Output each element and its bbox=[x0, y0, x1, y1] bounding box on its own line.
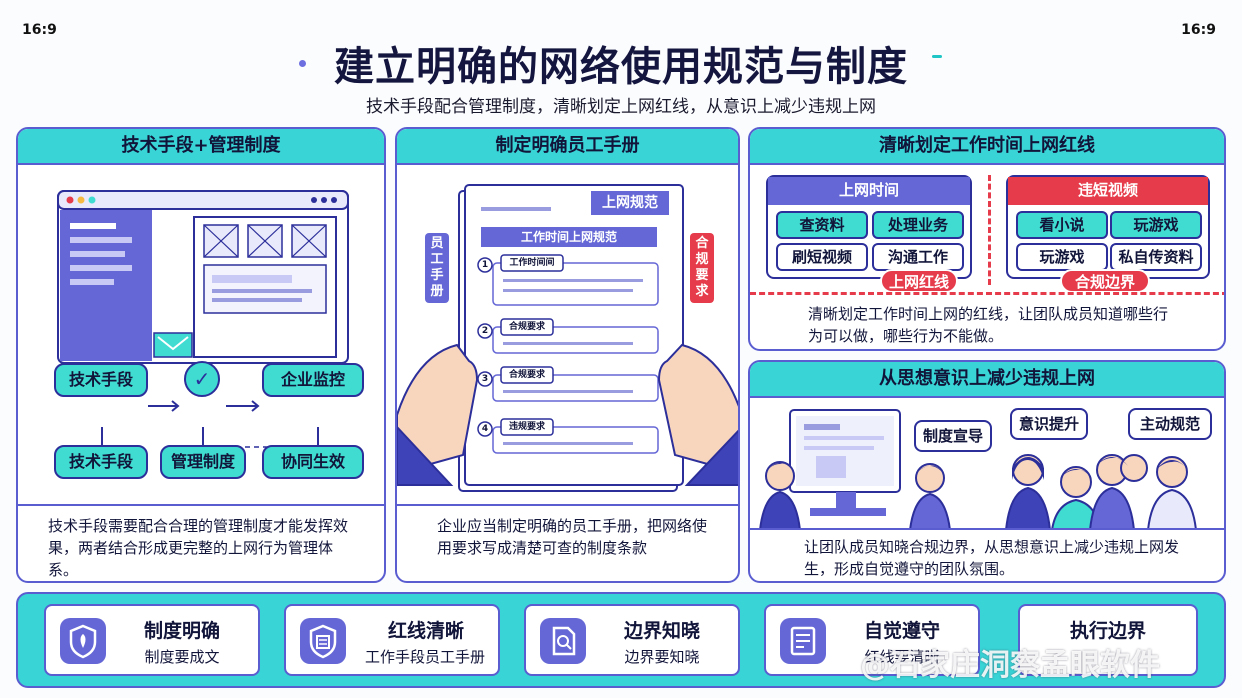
box-online-time: 上网时间 查资料 处理业务 刷短视频 沟通工作 bbox=[766, 175, 972, 279]
check-icon: ✓ bbox=[184, 361, 220, 397]
card-know-boundary-subtitle: 边界要知晓 bbox=[624, 648, 700, 666]
doc-item-2-label: 合规要求 bbox=[508, 322, 545, 332]
chip-novels: 看小说 bbox=[1016, 211, 1108, 239]
card-self-compliance-title: 自觉遵守 bbox=[863, 620, 940, 642]
panel-divider bbox=[750, 528, 1224, 530]
chip-communication: 沟通工作 bbox=[872, 243, 964, 271]
panel-awareness-description: 让团队成员知晓合规边界，从思想意识上减少违规上网发生，形成自觉遵守的团队氛围。 bbox=[804, 538, 1180, 578]
panel-employee-handbook-header: 制定明确员工手册 bbox=[397, 129, 738, 165]
doc-item-4-label: 违规要求 bbox=[508, 422, 545, 432]
bubble-policy-promotion: 制度宣导 bbox=[914, 420, 992, 452]
box-violation: 违短视频 看小说 玩游戏 玩游戏 私自传资料 bbox=[1006, 175, 1210, 279]
node-tech-means-2: 技术手段 bbox=[54, 445, 148, 479]
chip-games: 玩游戏 bbox=[1110, 211, 1202, 239]
node-synergy: 协同生效 bbox=[262, 445, 364, 479]
chip-research: 查资料 bbox=[776, 211, 868, 239]
shield-icon bbox=[60, 618, 106, 664]
redline-vertical bbox=[988, 175, 991, 285]
redline-tag: 上网红线 bbox=[880, 269, 958, 293]
aspect-label-left: 16:9 bbox=[22, 22, 57, 38]
doc-item-3-label: 合规要求 bbox=[508, 370, 545, 380]
card-know-boundary-title: 边界知晓 bbox=[623, 620, 700, 642]
card-clear-redline-subtitle: 工作手段员工手册 bbox=[364, 648, 485, 666]
summary-bar: 制度明确 制度要成文 红线清晰 工作手段员工手册 边界知晓 边界要知晓 自觉遵守… bbox=[16, 592, 1226, 688]
team-meeting-illustration bbox=[758, 409, 1198, 530]
doc-tab: 上网规范 bbox=[602, 195, 658, 211]
title-dot-decoration bbox=[299, 60, 306, 67]
browser-window-illustration bbox=[57, 190, 349, 467]
node-management-system: 管理制度 bbox=[160, 445, 246, 479]
card-self-compliance: 自觉遵守 红线要清晰 bbox=[764, 604, 980, 676]
panel-tech-management-header: 技术手段+管理制度 bbox=[18, 129, 384, 165]
title-dash-decoration bbox=[932, 55, 942, 58]
doc-item-4-number: 4 bbox=[481, 424, 489, 434]
chip-short-video: 刷短视频 bbox=[776, 243, 868, 271]
card-clear-redline: 红线清晰 工作手段员工手册 bbox=[284, 604, 500, 676]
card-self-compliance-subtitle: 红线要清晰 bbox=[864, 648, 940, 666]
side-tag-compliance: 合规要求 bbox=[690, 233, 714, 303]
side-tag-handbook: 员工手册 bbox=[425, 233, 449, 303]
panel-redline-description: 清晰划定工作时间上网的红线，让团队成员知道哪些行为可以做，哪些行为不能做。 bbox=[808, 305, 1169, 345]
document-list-icon bbox=[780, 618, 826, 664]
card-enforce-boundary: 执行边界 bbox=[1018, 604, 1198, 676]
box-online-time-title: 上网时间 bbox=[768, 177, 970, 205]
search-document-icon bbox=[540, 618, 586, 664]
page-title: 建立明确的网络使用规范与制度 bbox=[334, 44, 908, 90]
panel-awareness: 从思想意识上减少违规上网 bbox=[748, 360, 1226, 583]
node-tech-means: 技术手段 bbox=[54, 363, 148, 397]
box-violation-title: 违短视频 bbox=[1008, 177, 1208, 205]
doc-item-1-number: 1 bbox=[481, 260, 489, 270]
bubble-awareness: 意识提升 bbox=[1010, 408, 1088, 440]
redline-horizontal bbox=[750, 292, 1224, 295]
doc-item-1-label: 工作时间间 bbox=[509, 258, 555, 268]
node-enterprise-monitor: 企业监控 bbox=[262, 363, 364, 397]
doc-item-3-number: 3 bbox=[481, 374, 489, 384]
chip-data-leak: 私自传资料 bbox=[1110, 243, 1202, 271]
panel-tech-management: 技术手段+管理制度 bbox=[16, 127, 386, 583]
page-subtitle: 技术手段配合管理制度，清晰划定上网红线，从意识上减少违规上网 bbox=[366, 97, 876, 117]
aspect-label-right: 16:9 bbox=[1181, 22, 1216, 38]
bubble-self-discipline: 主动规范 bbox=[1128, 408, 1212, 440]
card-clear-redline-title: 红线清晰 bbox=[387, 620, 464, 642]
panel-redline-header: 清晰划定工作时间上网红线 bbox=[750, 129, 1224, 165]
card-clear-rules: 制度明确 制度要成文 bbox=[44, 604, 260, 676]
panel-employee-handbook-description: 企业应当制定明确的员工手册，把网络使用要求写成清楚可查的制度条款 bbox=[437, 517, 708, 557]
card-know-boundary: 边界知晓 边界要知晓 bbox=[524, 604, 740, 676]
chip-business: 处理业务 bbox=[872, 211, 964, 239]
compliance-boundary-tag: 合规边界 bbox=[1060, 269, 1150, 293]
panel-redline: 清晰划定工作时间上网红线 上网时间 查资料 处理业务 刷短视频 沟通工作 上网红… bbox=[748, 127, 1226, 351]
doc-item-2-number: 2 bbox=[481, 326, 489, 336]
shield-document-icon bbox=[300, 618, 346, 664]
panel-tech-management-description: 技术手段需要配合合理的管理制度才能发挥效果，两者结合形成更完整的上网行为管理体系… bbox=[48, 517, 349, 579]
card-clear-rules-subtitle: 制度要成文 bbox=[144, 648, 220, 666]
panel-awareness-header: 从思想意识上减少违规上网 bbox=[750, 362, 1224, 398]
watermark-text: @石家庄洞察孟眼软件 bbox=[860, 648, 1160, 683]
doc-heading: 工作时间上网规范 bbox=[520, 230, 617, 244]
panel-divider bbox=[18, 504, 384, 506]
handbook-illustration bbox=[397, 184, 738, 492]
card-enforce-boundary-title: 执行边界 bbox=[1069, 620, 1146, 642]
panel-employee-handbook: 制定明确员工手册 bbox=[395, 127, 740, 583]
panel-divider bbox=[397, 504, 738, 506]
chip-games-2: 玩游戏 bbox=[1016, 243, 1108, 271]
card-clear-rules-title: 制度明确 bbox=[143, 620, 220, 642]
